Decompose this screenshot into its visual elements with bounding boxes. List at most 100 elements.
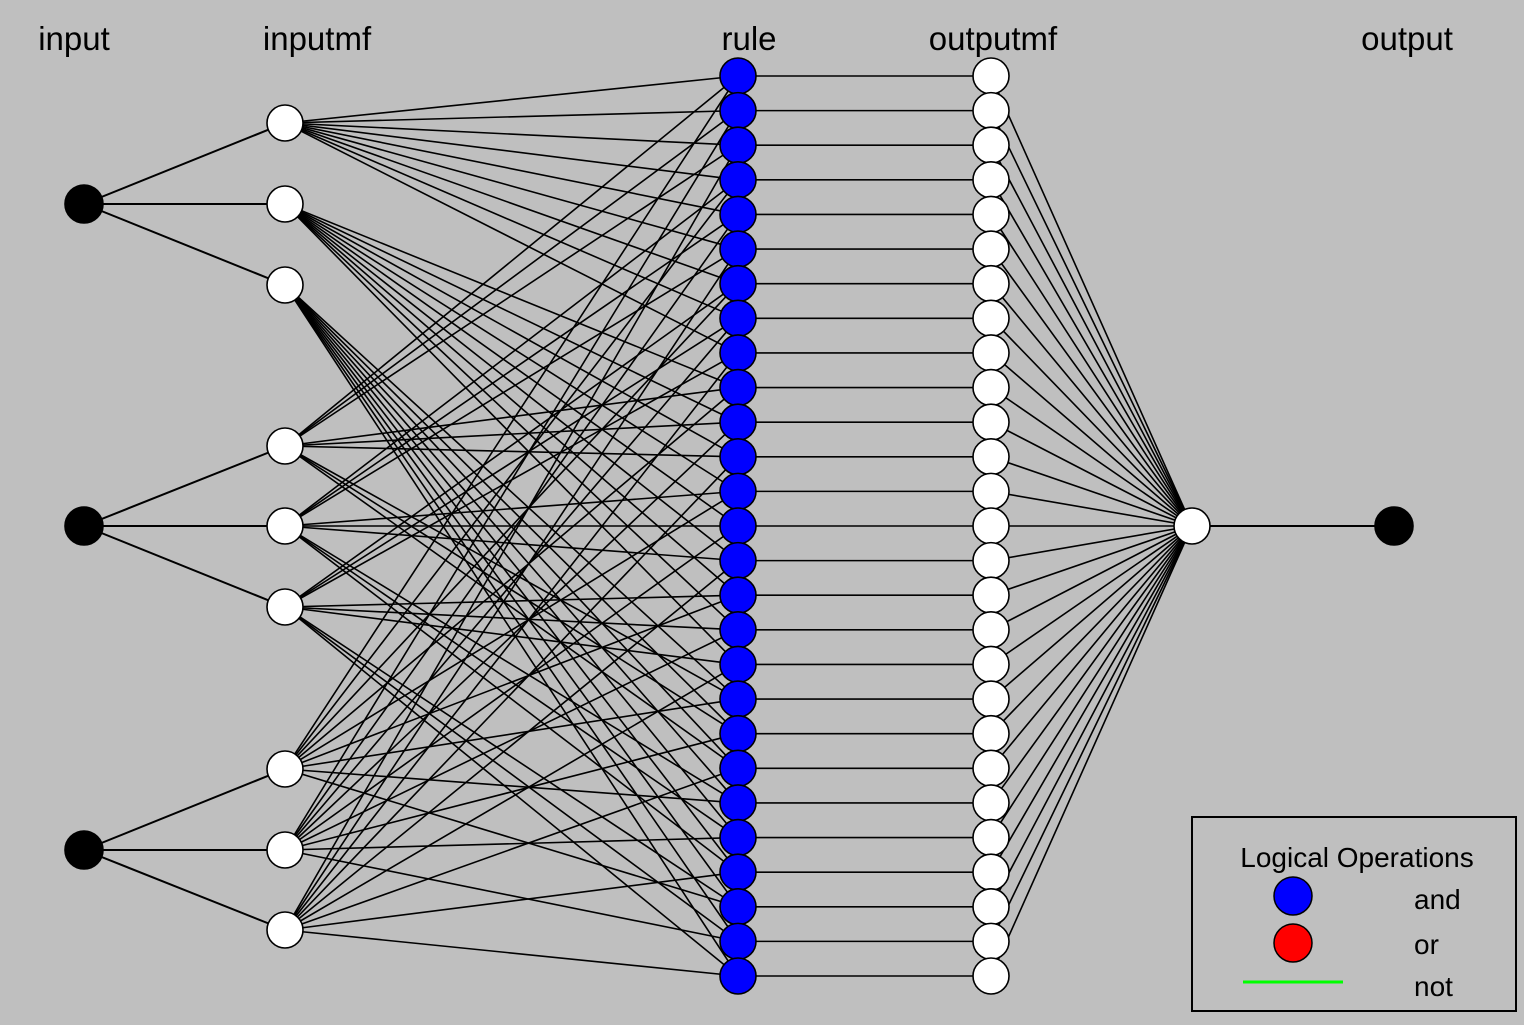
network-nodes: [64, 57, 1414, 995]
column-label-rule: rule: [721, 20, 776, 57]
edge-outputmf-to-sum: [990, 110, 1193, 527]
legend-and-label: and: [1414, 884, 1461, 915]
edge-mf-to-rule: [284, 203, 739, 423]
edge-mf-to-rule: [284, 284, 739, 700]
edge-mf-to-rule: [284, 352, 739, 608]
edge-outputmf-to-sum: [990, 525, 1193, 562]
edge-mf-to-rule: [284, 109, 739, 447]
output-mf-node: [972, 437, 1010, 476]
output-mf-node: [972, 91, 1010, 130]
edge-input-to-mf: [83, 849, 286, 931]
edge-mf-to-rule: [284, 179, 739, 527]
edge-mf-to-rule: [284, 445, 739, 735]
rule-node: [719, 818, 757, 857]
edge-mf-to-rule: [284, 284, 739, 908]
edge-mf-to-rule: [284, 122, 739, 147]
edge-mf-to-rule: [284, 698, 739, 770]
edge-mf-to-rule: [284, 768, 739, 804]
input-node: [64, 830, 104, 870]
edge-mf-to-rule: [284, 594, 739, 608]
edge-mf-to-rule: [284, 203, 739, 666]
edge-mf-to-rule: [284, 203, 739, 527]
edge-mf-to-rule: [284, 284, 739, 735]
edge-outputmf-to-sum: [990, 214, 1193, 527]
edge-outputmf-to-sum: [990, 352, 1193, 527]
input-node: [64, 506, 104, 546]
rule-node: [719, 922, 757, 961]
output-mf-node: [972, 680, 1010, 718]
edge-outputmf-to-sum: [990, 525, 1193, 977]
edge-mf-to-rule: [284, 929, 739, 977]
edge-mf-to-rule: [284, 768, 739, 908]
edge-mf-to-rule: [284, 122, 739, 354]
input-mf-node: [266, 104, 304, 142]
edge-mf-to-rule: [284, 122, 739, 285]
edge-mf-to-rule: [284, 203, 739, 389]
edge-outputmf-to-sum: [990, 75, 1193, 527]
output-mf-node: [972, 645, 1010, 684]
edge-outputmf-to-sum: [990, 317, 1193, 527]
edge-mf-to-rule: [284, 352, 739, 931]
output-mf-node: [972, 368, 1010, 407]
input-mf-node: [266, 185, 304, 223]
input-mf-node: [266, 427, 304, 465]
edge-outputmf-to-sum: [990, 525, 1193, 700]
rule-node: [719, 126, 757, 165]
rule-node: [719, 507, 757, 545]
edge-outputmf-to-sum: [990, 525, 1193, 596]
edge-mf-to-rule: [284, 525, 739, 804]
edge-mf-to-rule: [284, 122, 739, 216]
legend-or-label: or: [1414, 929, 1439, 960]
edge-mf-to-rule: [284, 248, 739, 527]
input-mf-node: [266, 588, 304, 626]
output-mf-node: [972, 230, 1010, 268]
edge-input-to-mf: [83, 768, 286, 851]
edge-mf-to-rule: [284, 213, 739, 851]
edge-mf-to-rule: [284, 75, 739, 770]
output-mf-node: [972, 472, 1010, 511]
output-mf-node: [972, 784, 1010, 822]
edge-outputmf-to-sum: [990, 525, 1193, 873]
edge-outputmf-to-sum: [990, 283, 1193, 527]
column-label-outputmf: outputmf: [929, 20, 1058, 57]
rule-node: [719, 368, 757, 407]
rule-node: [719, 680, 757, 718]
edge-outputmf-to-sum: [990, 456, 1193, 527]
rule-node: [719, 749, 757, 788]
edge-mf-to-rule: [284, 203, 739, 631]
rule-node: [719, 645, 757, 684]
rule-node: [719, 541, 757, 580]
input-mf-node: [266, 266, 304, 304]
output-mf-node: [972, 334, 1010, 372]
input-mf-node: [266, 911, 304, 949]
edge-outputmf-to-sum: [990, 179, 1193, 527]
output-mf-node: [972, 611, 1010, 649]
edge-mf-to-rule: [284, 849, 739, 943]
output-mf-node: [972, 957, 1010, 995]
rule-node: [719, 264, 757, 303]
output-mf-node: [972, 541, 1010, 580]
output-mf-node: [972, 922, 1010, 961]
output-mf-node: [972, 161, 1010, 199]
input-mf-node: [266, 507, 304, 545]
rule-node: [719, 299, 757, 338]
edge-outputmf-to-sum: [990, 525, 1193, 631]
rule-node: [719, 957, 757, 995]
legend-not-label: not: [1414, 971, 1453, 1002]
edge-mf-to-rule: [284, 213, 739, 527]
edge-outputmf-to-sum: [990, 525, 1193, 666]
edge-outputmf-to-sum: [990, 386, 1193, 527]
edge-mf-to-rule: [284, 144, 739, 931]
edge-mf-to-rule: [284, 629, 739, 851]
rule-node: [719, 230, 757, 268]
output-mf-node: [972, 853, 1010, 891]
output-mf-node: [972, 576, 1010, 615]
legend-title: Logical Operations: [1240, 842, 1473, 873]
legend: Logical Operations and or not: [1191, 816, 1517, 1012]
edge-mf-to-rule: [284, 445, 739, 769]
edge-mf-to-rule: [284, 606, 739, 666]
edge-outputmf-to-sum: [990, 525, 1193, 804]
edge-mf-to-rule: [284, 203, 739, 562]
input-mf-node: [266, 831, 304, 869]
edge-mf-to-rule: [284, 122, 739, 181]
